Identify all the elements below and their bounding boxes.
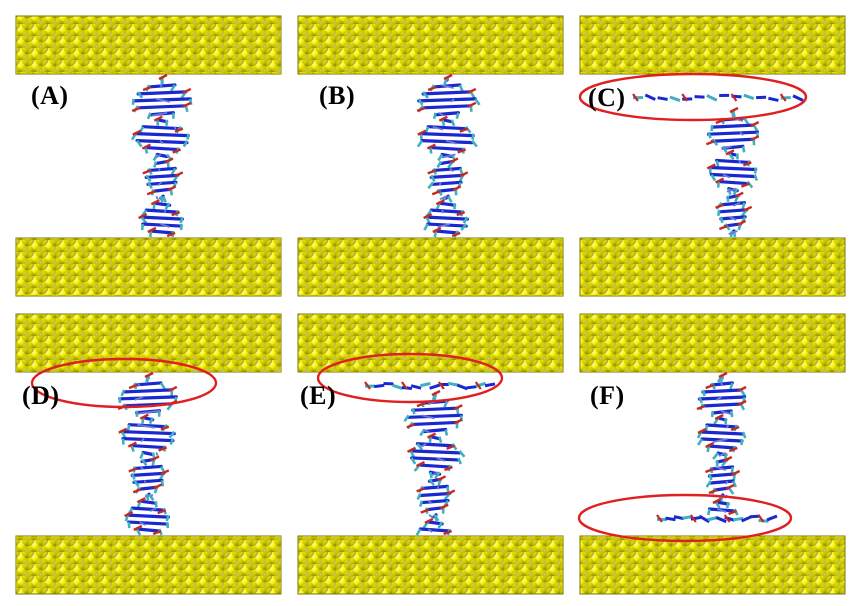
adsorbed-dna-end bbox=[656, 514, 778, 524]
bottom-gold-slab bbox=[297, 237, 564, 297]
bottom-gold-slab bbox=[15, 237, 282, 297]
panel-label-a: (A) bbox=[31, 81, 69, 110]
panel-a bbox=[15, 15, 282, 297]
panel-d bbox=[15, 313, 282, 595]
dna-helix bbox=[696, 371, 747, 516]
panel-label-b: (B) bbox=[319, 81, 356, 110]
contact-region-ellipse bbox=[316, 352, 504, 404]
top-gold-slab bbox=[15, 313, 282, 373]
bottom-gold-slab bbox=[15, 535, 282, 595]
panel-label-d: (D) bbox=[22, 381, 60, 410]
dna-helix bbox=[117, 371, 178, 536]
adsorbed-dna-end bbox=[364, 381, 496, 391]
top-gold-slab bbox=[579, 15, 846, 75]
panel-label-c: (C) bbox=[588, 83, 626, 112]
dna-helix bbox=[705, 106, 760, 238]
panel-b bbox=[297, 15, 564, 297]
panel-f bbox=[577, 313, 846, 595]
dna-helix bbox=[403, 389, 466, 536]
dna-helix bbox=[416, 73, 481, 238]
top-gold-slab bbox=[297, 15, 564, 75]
contact-region-ellipse bbox=[578, 72, 808, 122]
panel-label-e: (E) bbox=[300, 381, 337, 410]
top-gold-slab bbox=[15, 15, 282, 75]
adsorbed-dna-end bbox=[632, 93, 804, 102]
panel-c bbox=[578, 15, 846, 297]
bottom-gold-slab bbox=[297, 535, 564, 595]
dna-helix bbox=[130, 73, 193, 238]
contact-region-ellipse bbox=[577, 493, 793, 543]
top-gold-slab bbox=[579, 313, 846, 373]
bottom-gold-slab bbox=[579, 237, 846, 297]
panel-e bbox=[297, 313, 564, 595]
bottom-gold-slab bbox=[579, 535, 846, 595]
contact-region-ellipse bbox=[30, 357, 218, 409]
panel-label-f: (F) bbox=[590, 381, 625, 410]
